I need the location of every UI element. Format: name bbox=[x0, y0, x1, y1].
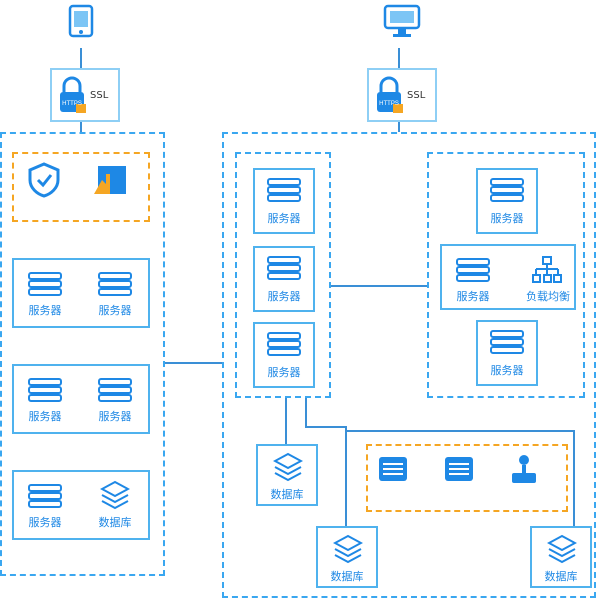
server-icon bbox=[267, 332, 301, 356]
server-label: 服务器 bbox=[267, 290, 301, 303]
server-label: 服务器 bbox=[98, 410, 132, 423]
server-label: 服务器 bbox=[98, 304, 132, 317]
load-balancer-label: 负载均衡 bbox=[526, 290, 570, 303]
ssl-card-left: HTTPS SSL bbox=[50, 68, 120, 122]
database-label: 数据库 bbox=[98, 516, 132, 529]
database-label: 数据库 bbox=[270, 488, 304, 501]
hand-icon bbox=[94, 166, 126, 194]
server-card: 服务器 bbox=[476, 168, 538, 234]
server-icon bbox=[28, 378, 62, 402]
storage-icon bbox=[379, 457, 407, 481]
shield-icon bbox=[28, 162, 60, 198]
connector-line bbox=[80, 48, 82, 68]
connector-line bbox=[345, 426, 347, 526]
server-icon bbox=[456, 258, 490, 282]
database-card: 数据库 bbox=[316, 526, 378, 588]
storage-group bbox=[366, 444, 568, 512]
connector-line bbox=[573, 430, 575, 526]
server-icon bbox=[490, 178, 524, 202]
connector-line bbox=[398, 48, 400, 68]
connector-line bbox=[165, 362, 223, 364]
server-card: 服务器 bbox=[253, 246, 315, 312]
server-icon bbox=[267, 178, 301, 202]
server-label: 服务器 bbox=[267, 366, 301, 379]
server-icon bbox=[28, 272, 62, 296]
server-label: 服务器 bbox=[490, 212, 524, 225]
lock-icon: HTTPS bbox=[377, 76, 403, 113]
server-card: 服务器 bbox=[253, 322, 315, 388]
database-icon bbox=[100, 480, 130, 510]
mobile-client-icon bbox=[66, 4, 96, 44]
ssl-label: SSL bbox=[407, 90, 426, 101]
security-group bbox=[12, 152, 150, 222]
lock-icon: HTTPS bbox=[60, 76, 86, 113]
connector-line bbox=[80, 122, 82, 132]
database-icon bbox=[333, 534, 363, 564]
ssl-card-right: HTTPS SSL bbox=[367, 68, 437, 122]
server-card: 服务器 bbox=[253, 168, 315, 234]
connector-line bbox=[398, 122, 400, 132]
database-icon bbox=[273, 452, 303, 482]
server-label: 服务器 bbox=[456, 290, 490, 303]
https-badge: HTTPS bbox=[379, 101, 399, 107]
network-storage-icon bbox=[512, 455, 536, 483]
server-column-left bbox=[235, 152, 331, 398]
server-icon bbox=[490, 330, 524, 354]
left-panel bbox=[0, 132, 165, 576]
server-icon bbox=[98, 378, 132, 402]
server-column-right bbox=[427, 152, 585, 398]
server-icon bbox=[267, 256, 301, 280]
server-label: 服务器 bbox=[28, 410, 62, 423]
database-label: 数据库 bbox=[544, 570, 578, 583]
server-label: 服务器 bbox=[28, 304, 62, 317]
connector-line bbox=[285, 398, 287, 444]
connector-line bbox=[305, 426, 347, 428]
connector-line bbox=[345, 430, 575, 432]
server-label: 服务器 bbox=[267, 212, 301, 225]
server-label: 服务器 bbox=[28, 516, 62, 529]
ssl-label: SSL bbox=[90, 90, 109, 101]
https-badge: HTTPS bbox=[62, 101, 82, 107]
database-icon bbox=[547, 534, 577, 564]
desktop-client-icon bbox=[382, 2, 422, 42]
server-icon bbox=[28, 484, 62, 508]
server-group-1: 服务器 服务器 bbox=[12, 258, 150, 328]
database-card: 数据库 bbox=[530, 526, 592, 588]
database-card: 数据库 bbox=[256, 444, 318, 506]
storage-icon bbox=[445, 457, 473, 481]
server-icon bbox=[98, 272, 132, 296]
server-group-3: 服务器 数据库 bbox=[12, 470, 150, 540]
server-card: 服务器 bbox=[476, 320, 538, 386]
right-panel bbox=[222, 132, 596, 598]
connector-line bbox=[331, 285, 427, 287]
server-lb-card: 服务器 负载均衡 bbox=[440, 244, 576, 310]
server-label: 服务器 bbox=[490, 364, 524, 377]
load-balancer-icon bbox=[532, 256, 562, 283]
server-group-2: 服务器 服务器 bbox=[12, 364, 150, 434]
database-label: 数据库 bbox=[330, 570, 364, 583]
connector-line bbox=[305, 398, 307, 426]
